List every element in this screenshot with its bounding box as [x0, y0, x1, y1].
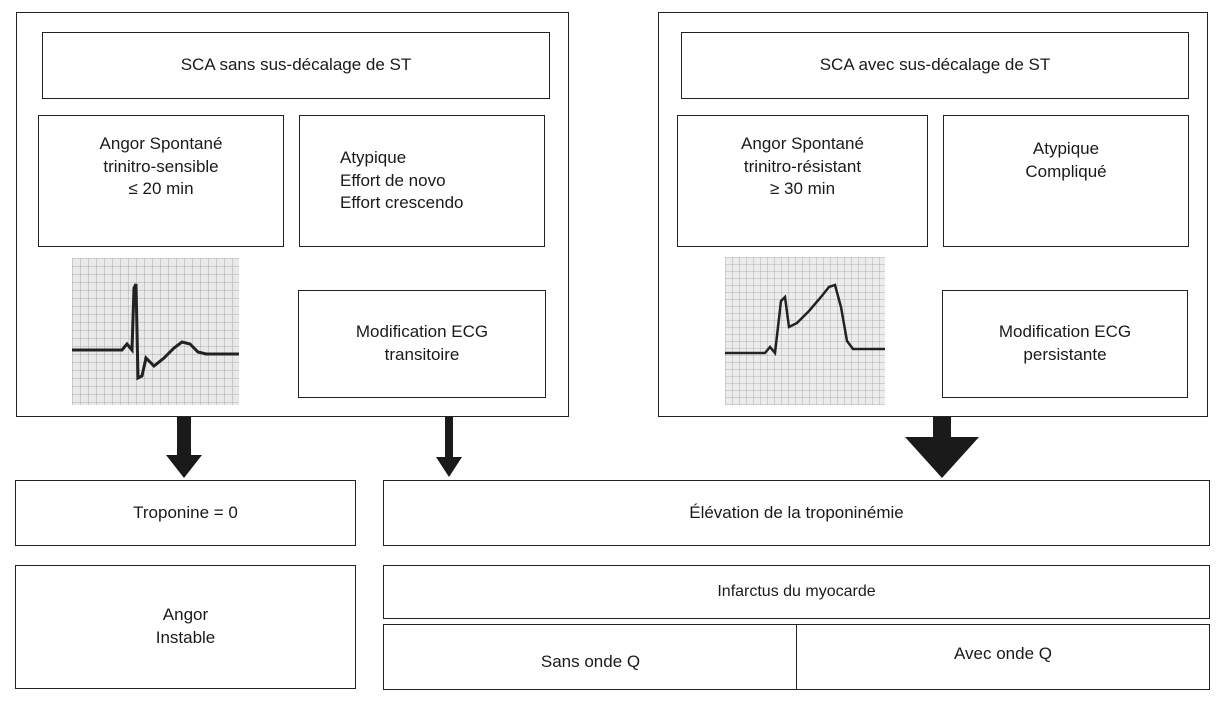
ecg-transient-trace-icon — [72, 258, 239, 405]
ecg-persistent-trace-icon — [725, 257, 885, 405]
nste-acs-title: SCA sans sus-décalage de ST — [42, 32, 550, 99]
arrow-to-troponine — [166, 417, 202, 478]
troponine-zero-box: Troponine = 0 — [15, 480, 356, 546]
nste-ecg-modif-box: Modification ECG transitoire — [298, 290, 546, 398]
ste-atypique-box: Atypique Compliqué — [943, 115, 1189, 247]
infarctus-box: Infarctus du myocarde — [383, 565, 1210, 619]
angor-instable-box: Angor Instable — [15, 565, 356, 689]
nste-atypique-box: Atypique Effort de novo Effort crescendo — [299, 115, 545, 247]
nste-angor-box: Angor Spontané trinitro-sensible ≤ 20 mi… — [38, 115, 284, 247]
ste-angor-box: Angor Spontané trinitro-résistant ≥ 30 m… — [677, 115, 928, 247]
ecg-transient-image — [72, 258, 239, 405]
ecg-persistent-image — [725, 257, 885, 405]
ste-acs-title: SCA avec sus-décalage de ST — [681, 32, 1189, 99]
ste-ecg-modif-box: Modification ECG persistante — [942, 290, 1188, 398]
sans-onde-q-box: Sans onde Q — [383, 624, 798, 690]
troponin-elevation-box: Élévation de la troponinémie — [383, 480, 1210, 546]
arrow-nste-to-elevation — [436, 417, 462, 477]
arrow-ste-to-elevation — [905, 417, 979, 478]
avec-onde-q-box: Avec onde Q — [796, 624, 1210, 690]
